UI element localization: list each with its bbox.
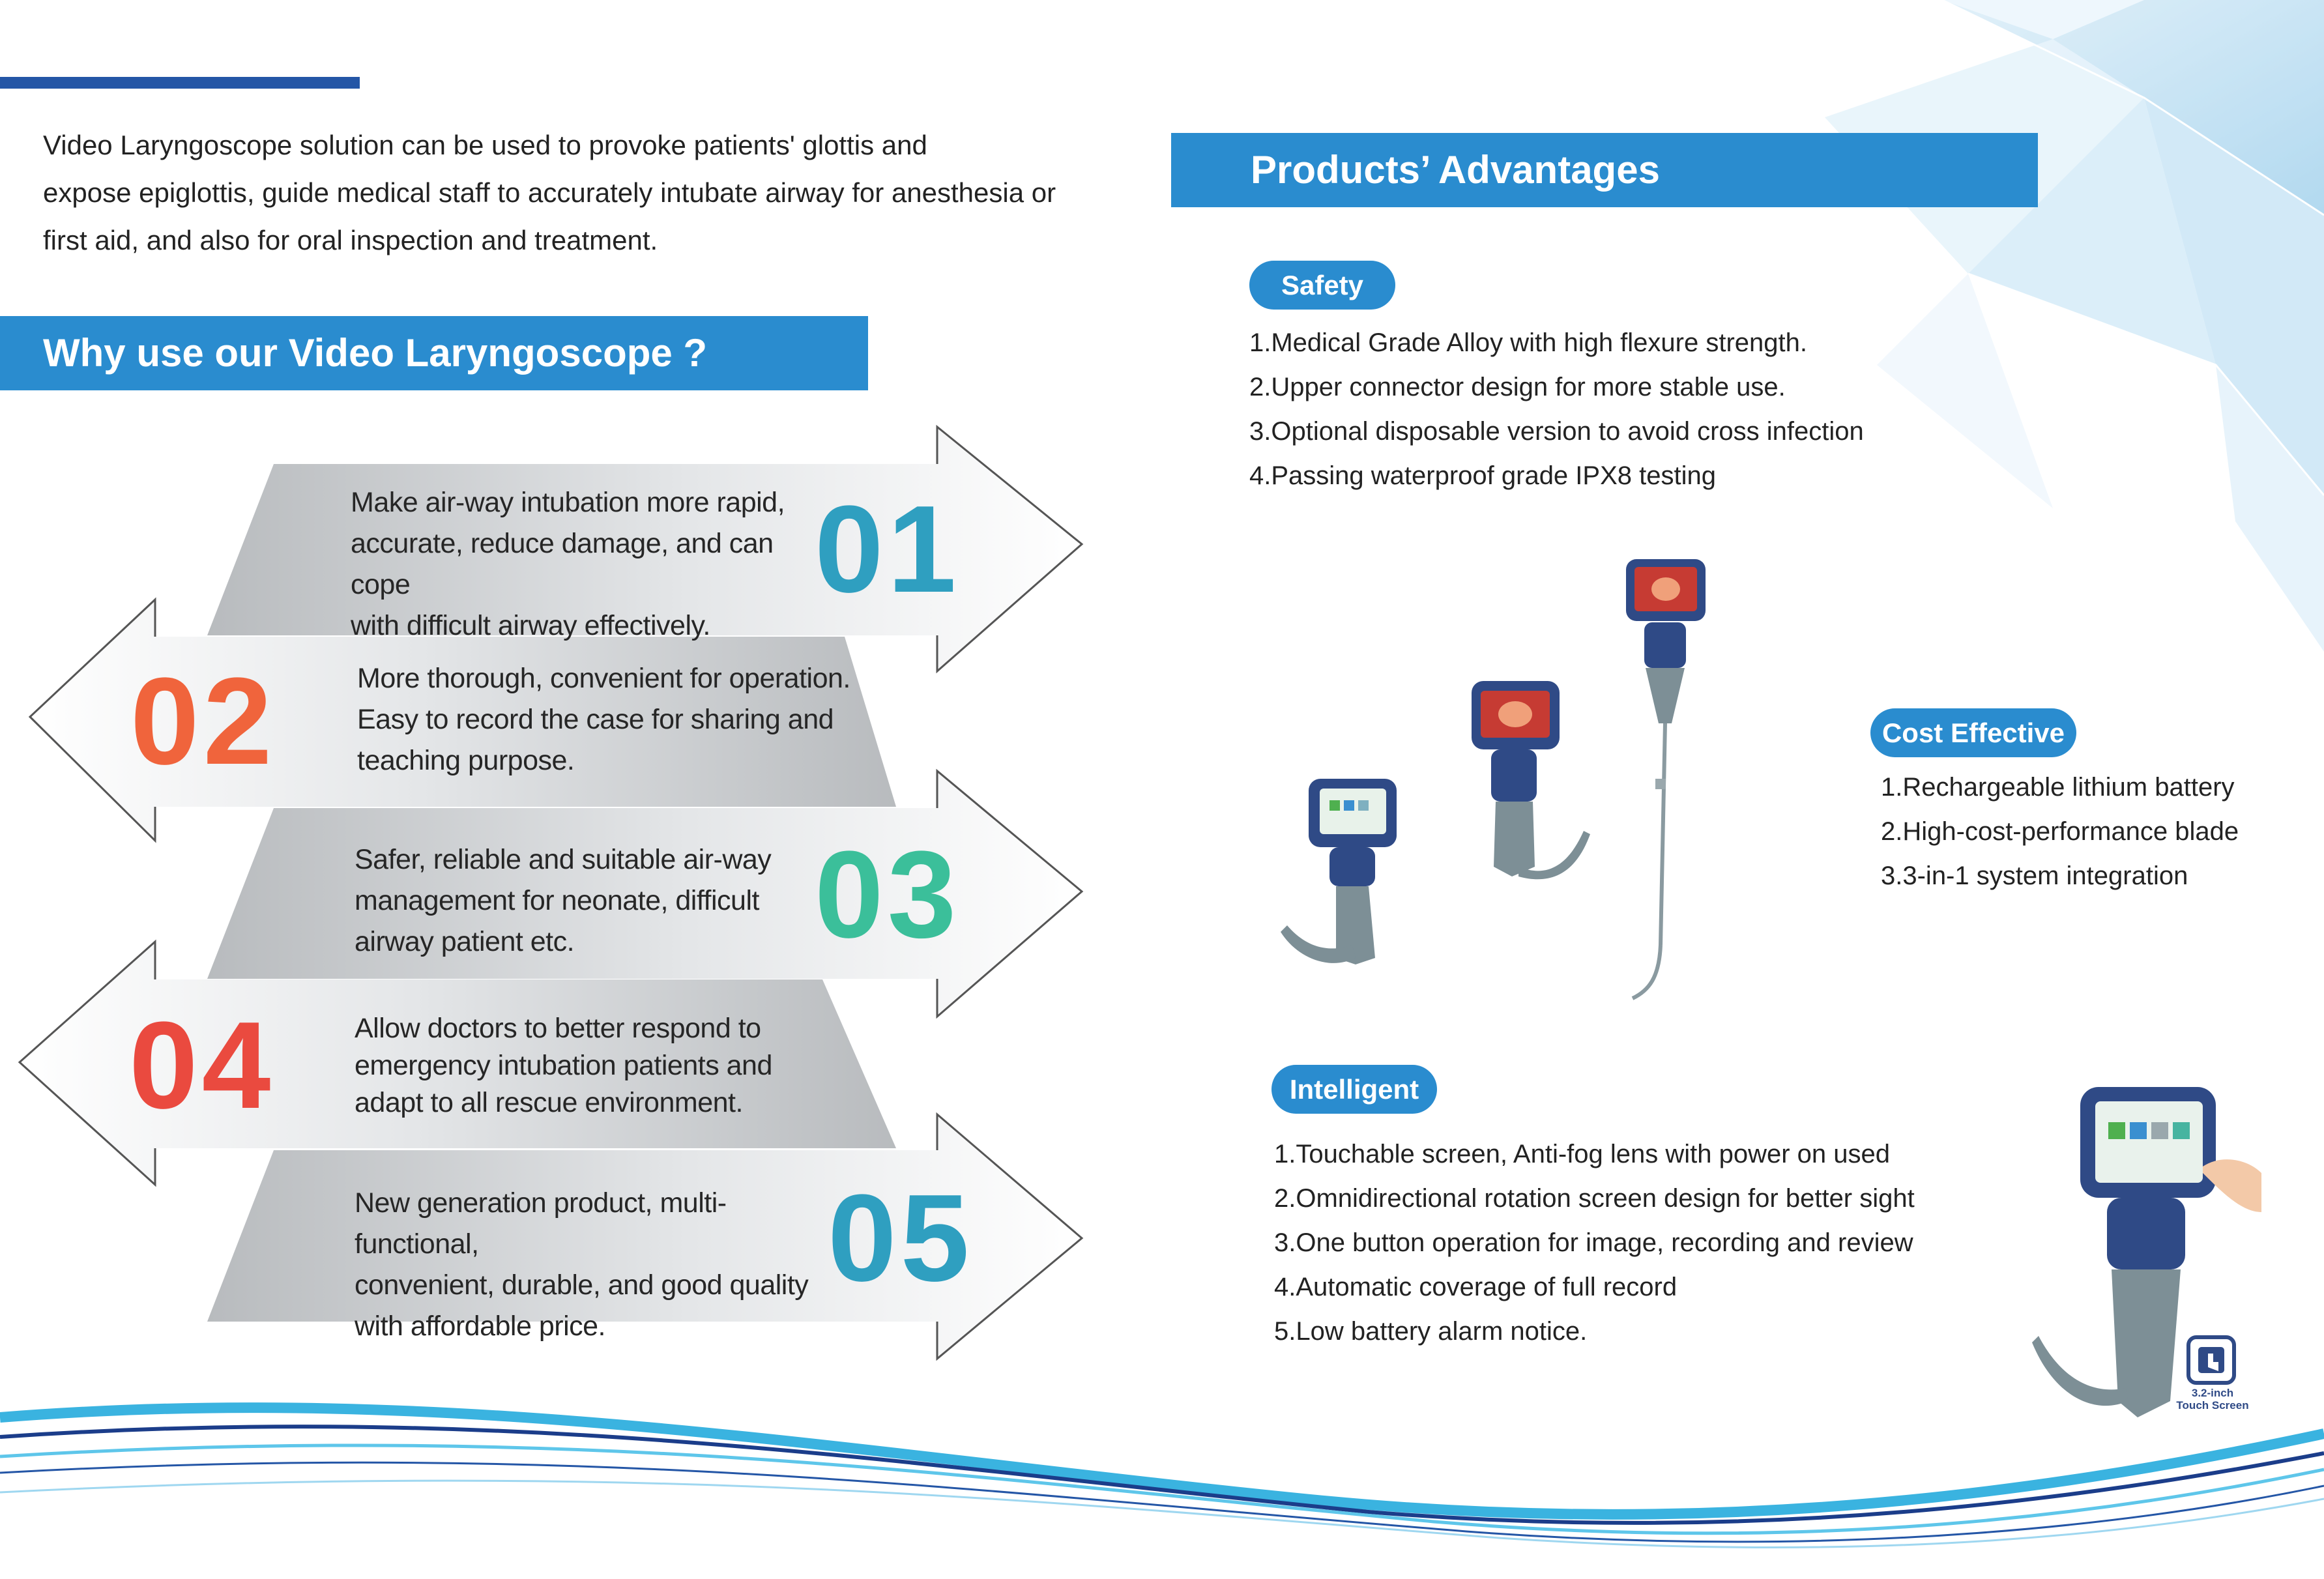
list-item: 5.Low battery alarm notice. xyxy=(1274,1317,1588,1346)
reason-02-number: 02 xyxy=(130,652,276,790)
reason-05-text: New generation product, multi-functional… xyxy=(355,1183,850,1347)
reason-line: adapt to all rescue environment. xyxy=(355,1087,743,1118)
caption-line: Touch Screen xyxy=(2176,1399,2249,1412)
list-item: 3.Optional disposable version to avoid c… xyxy=(1249,417,1864,446)
touch-screen-icon xyxy=(2186,1335,2236,1385)
arrow-03 xyxy=(207,768,1084,1019)
reason-line: Make air-way intubation more rapid, xyxy=(351,487,785,518)
reason-line: with difficult airway effectively. xyxy=(351,610,710,641)
intro-line: expose epiglottis, guide medical staff t… xyxy=(43,177,1056,208)
list-item: 2.Omnidirectional rotation screen design… xyxy=(1274,1184,1915,1213)
list-item: 2.High-cost-performance blade xyxy=(1881,817,2239,846)
list-item: 1.Medical Grade Alloy with high flexure … xyxy=(1249,328,1807,357)
reason-03-number: 03 xyxy=(815,826,961,964)
reason-line: emergency intubation patients and xyxy=(355,1050,772,1081)
reason-line: management for neonate, difficult xyxy=(355,885,759,916)
reason-04-text: Allow doctors to better respond to emerg… xyxy=(355,1010,824,1122)
list-item: 1.Touchable screen, Anti-fog lens with p… xyxy=(1274,1140,1891,1168)
reason-01-number: 01 xyxy=(815,480,961,618)
reason-line: airway patient etc. xyxy=(355,926,575,957)
reason-line: convenient, durable, and good quality xyxy=(355,1269,809,1301)
reason-line: Easy to record the case for sharing and xyxy=(357,704,834,735)
list-item: 3.One button operation for image, record… xyxy=(1274,1228,1913,1257)
cost-effective-list: 1.Rechargeable lithium battery 2.High-co… xyxy=(1881,765,2239,898)
list-item: 4.Passing waterproof grade IPX8 testing xyxy=(1249,461,1716,490)
intro-line: first aid, and also for oral inspection … xyxy=(43,225,658,255)
cost-effective-badge: Cost Effective xyxy=(1870,708,2076,757)
caption-line: 3.2-inch xyxy=(2191,1387,2234,1399)
products-advantages-heading: Products’ Advantages xyxy=(1171,133,2038,207)
reason-04-number: 04 xyxy=(129,996,275,1135)
intelligent-badge: Intelligent xyxy=(1271,1065,1437,1114)
list-item: 2.Upper connector design for more stable… xyxy=(1249,373,1786,401)
reason-line: with affordable price. xyxy=(355,1311,606,1342)
list-item: 3.3-in-1 system integration xyxy=(1881,862,2188,890)
reason-05-number: 05 xyxy=(828,1169,974,1307)
reason-line: More thorough, convenient for operation. xyxy=(357,663,850,694)
reason-line: Safer, reliable and suitable air-way xyxy=(355,844,772,875)
laryngoscope-touch-illustration xyxy=(2032,1087,2261,1417)
intelligent-list: 1.Touchable screen, Anti-fog lens with p… xyxy=(1274,1132,1915,1354)
top-accent-bar xyxy=(0,77,360,89)
geometric-shards xyxy=(1825,0,2324,652)
reason-line: Allow doctors to better respond to xyxy=(355,1013,761,1044)
reason-03-text: Safer, reliable and suitable air-way man… xyxy=(355,839,824,963)
safety-list: 1.Medical Grade Alloy with high flexure … xyxy=(1249,321,1864,498)
reason-02-text: More thorough, convenient for operation.… xyxy=(357,658,852,781)
list-item: 4.Automatic coverage of full record xyxy=(1274,1273,1678,1301)
reason-line: accurate, reduce damage, and can cope xyxy=(351,528,774,600)
intro-paragraph: Video Laryngoscope solution can be used … xyxy=(43,121,1112,264)
safety-badge: Safety xyxy=(1249,261,1395,310)
reason-line: teaching purpose. xyxy=(357,745,575,776)
laryngoscope-medium-illustration xyxy=(1472,681,1590,880)
reason-line: New generation product, multi-functional… xyxy=(355,1187,727,1260)
why-use-heading: Why use our Video Laryngoscope ? xyxy=(0,316,868,390)
arrow-01 xyxy=(207,424,1084,674)
reason-01-text: Make air-way intubation more rapid, accu… xyxy=(351,482,833,646)
arrow-02 xyxy=(28,597,896,843)
arrow-04 xyxy=(18,939,896,1187)
wave-lines xyxy=(0,1402,2324,1549)
intro-line: Video Laryngoscope solution can be used … xyxy=(43,130,927,160)
laryngoscope-small-illustration xyxy=(1281,779,1397,964)
list-item: 1.Rechargeable lithium battery xyxy=(1881,773,2235,802)
arrow-05 xyxy=(207,1112,1084,1361)
touch-screen-caption: 3.2-inch Touch Screen xyxy=(2164,1387,2261,1412)
laryngoscope-stylet-illustration xyxy=(1626,559,1706,1000)
